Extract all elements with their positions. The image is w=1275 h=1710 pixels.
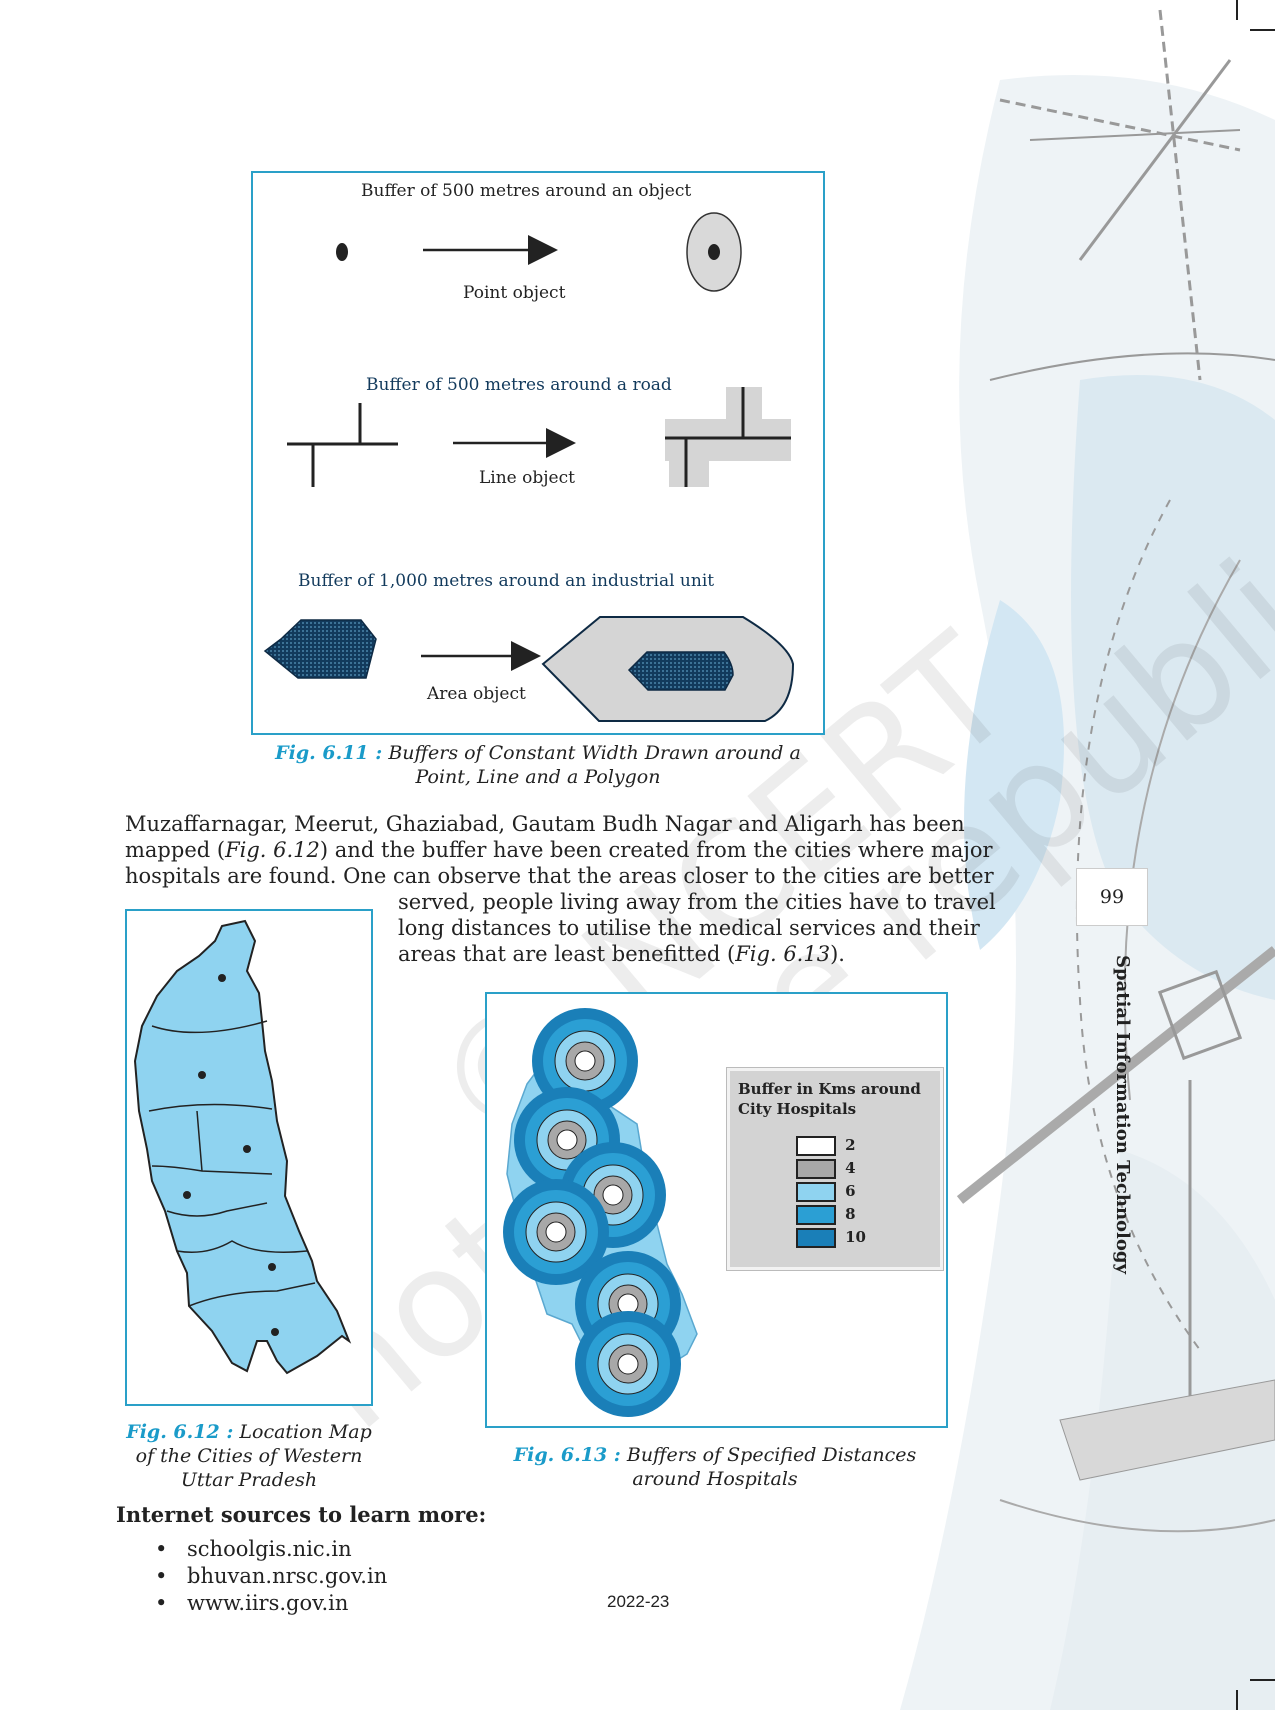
- legend-title-line: Buffer in Kms around: [738, 1080, 921, 1098]
- region-outline: [133, 919, 352, 1375]
- caption-text-2: of the Cities of Western: [135, 1445, 363, 1467]
- title-area-buffer: Buffer of 1,000 metres around an industr…: [298, 571, 715, 591]
- bullet: •: [155, 1537, 168, 1561]
- legend-item: 4: [796, 1158, 856, 1179]
- city-marker: [243, 1145, 251, 1153]
- caption-text-2: Point, Line and a Polygon: [415, 766, 661, 788]
- caption-number: Fig. 6.11 :: [275, 742, 383, 764]
- bullet: •: [155, 1591, 168, 1615]
- legend-swatch: [796, 1135, 836, 1156]
- title-point-buffer: Buffer of 500 metres around an object: [361, 181, 692, 201]
- body-line-3: hospitals are found. One can observe tha…: [125, 864, 994, 888]
- body-line-6: areas that are least benefitted (Fig. 6.…: [398, 941, 845, 967]
- caption-number: Fig. 6.12 :: [126, 1421, 234, 1443]
- page-number: 99: [1076, 868, 1148, 926]
- point-object: [336, 243, 348, 261]
- caption-text-2: around Hospitals: [632, 1468, 798, 1490]
- caption-number: Fig. 6.13 :: [513, 1444, 621, 1466]
- internet-sources-list: • schoolgis.nic.in • bhuvan.nrsc.gov.in • w…: [155, 1536, 387, 1617]
- legend-label: 4: [845, 1159, 856, 1177]
- district-map: [133, 919, 352, 1375]
- list-item: • bhuvan.nrsc.gov.in: [155, 1563, 387, 1590]
- body-line-2: mapped (Fig. 6.12) and the buffer have b…: [125, 837, 993, 863]
- caption-fig-6-13: Fig. 6.13 : Buffers of Specified Distanc…: [495, 1443, 935, 1491]
- legend-label: 8: [845, 1205, 856, 1223]
- legend-swatch: [796, 1204, 836, 1225]
- city-marker: [198, 1071, 206, 1079]
- internet-sources-heading: Internet sources to learn more:: [116, 1502, 487, 1527]
- city-marker: [218, 974, 226, 982]
- source-link[interactable]: www.iirs.gov.in: [187, 1591, 349, 1615]
- city-marker: [183, 1191, 191, 1199]
- legend-swatch: [796, 1158, 836, 1179]
- buffer-diagram: [263, 212, 795, 722]
- body-line-1: Muzaffarnagar, Meerut, Ghaziabad, Gautam…: [125, 812, 965, 836]
- body-line-4: served, people living away from the citi…: [398, 890, 996, 914]
- line-buffer-road: [665, 387, 791, 487]
- hospital-buffer: [503, 1179, 609, 1285]
- hospital-buffer: [560, 1142, 666, 1248]
- label-point-object: Point object: [463, 283, 566, 303]
- legend-swatch: [796, 1227, 836, 1248]
- area-buffer-core: [627, 651, 734, 691]
- line-object: [287, 403, 398, 487]
- title-road-buffer: Buffer of 500 metres around a road: [366, 375, 672, 395]
- list-item: • www.iirs.gov.in: [155, 1590, 387, 1617]
- legend-item: 10: [796, 1227, 866, 1248]
- hospital-buffer: [532, 1008, 638, 1114]
- bullet: •: [155, 1564, 168, 1588]
- legend-label: 6: [845, 1182, 856, 1200]
- area-object: [263, 619, 377, 679]
- figure-6-11: Buffer of 500 metres around an object Po…: [251, 171, 825, 735]
- legend-title-line: City Hospitals: [738, 1100, 857, 1118]
- label-line-object: Line object: [479, 468, 575, 488]
- hospital-buffer-map: [503, 1008, 698, 1417]
- body-text: ).: [830, 942, 845, 966]
- label-area-object: Area object: [427, 684, 526, 704]
- city-marker: [268, 1263, 276, 1271]
- legend-label: 2: [845, 1136, 856, 1154]
- sidebar-title: Spatial Information Technology: [1112, 955, 1133, 1274]
- list-item: • schoolgis.nic.in: [155, 1536, 387, 1563]
- legend-box: Buffer in Kms around City Hospitals 2 4 …: [726, 1067, 944, 1271]
- legend-item: 8: [796, 1204, 856, 1225]
- caption-text: Buffers of Constant Width Drawn around a: [388, 742, 801, 764]
- body-line-5: long distances to utilise the medical se…: [398, 916, 980, 940]
- legend-item: 2: [796, 1135, 856, 1156]
- hospital-buffer: [575, 1311, 681, 1417]
- legend-label: 10: [845, 1228, 866, 1246]
- legend-item: 6: [796, 1181, 856, 1202]
- caption-text-3: Uttar Pradesh: [180, 1469, 318, 1491]
- figure-6-12: [125, 909, 373, 1406]
- district-boundaries: [148, 1020, 316, 1307]
- fig-reference: Fig. 6.12: [225, 838, 320, 862]
- fig-reference: Fig. 6.13: [735, 942, 831, 966]
- footer-year: 2022-23: [607, 1592, 670, 1611]
- legend-title: Buffer in Kms around City Hospitals: [738, 1079, 921, 1119]
- caption-fig-6-12: Fig. 6.12 : Location Map of the Cities o…: [118, 1420, 380, 1492]
- body-text: mapped (: [125, 838, 226, 862]
- body-text: areas that are least benefitted (: [398, 942, 736, 966]
- caption-fig-6-11: Fig. 6.11 : Buffers of Constant Width Dr…: [250, 741, 826, 789]
- source-link[interactable]: bhuvan.nrsc.gov.in: [187, 1564, 388, 1588]
- body-text: ) and the buffer have been created from …: [319, 838, 993, 862]
- figure-6-13: Buffer in Kms around City Hospitals 2 4 …: [485, 992, 948, 1428]
- caption-text: Location Map: [239, 1421, 372, 1443]
- city-marker: [271, 1328, 279, 1336]
- legend-swatch: [796, 1181, 836, 1202]
- source-link[interactable]: schoolgis.nic.in: [187, 1537, 352, 1561]
- point-buffer-center: [708, 244, 720, 260]
- caption-text: Buffers of Specified Distances: [626, 1444, 917, 1466]
